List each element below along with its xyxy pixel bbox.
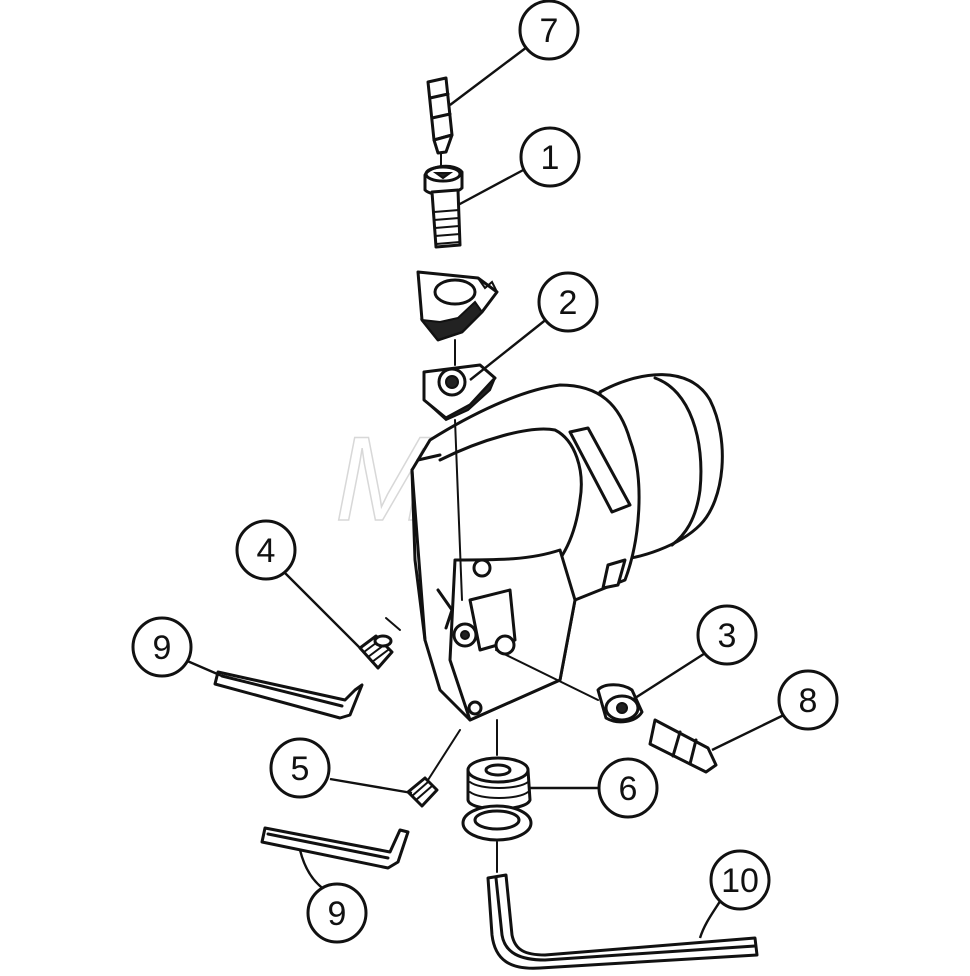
callout-1: 1 [519, 126, 581, 188]
part-7-hex-bit [426, 76, 454, 155]
part-1-screw [423, 164, 464, 249]
part-9-hex-key-upper [213, 670, 364, 720]
part-6-nut [461, 719, 533, 873]
callout-6: 6 [597, 757, 659, 819]
callout-9-upper: 9 [131, 616, 193, 678]
part-4-set-screw [358, 617, 401, 670]
axis-line-body [454, 419, 463, 601]
part-3-clamp-screw [495, 649, 644, 724]
callout-2-label: 2 [559, 284, 578, 322]
callout-4-label: 4 [257, 532, 276, 570]
part-2-shim [422, 363, 497, 422]
callout-8-label: 8 [799, 682, 818, 720]
callout-9-lower: 9 [306, 882, 368, 944]
callout-4: 4 [235, 519, 297, 581]
callout-5-label: 5 [291, 750, 310, 788]
tool-body [410, 373, 724, 722]
callout-5: 5 [269, 737, 331, 799]
callout-2: 2 [537, 271, 599, 333]
callout-7: 7 [518, 0, 580, 61]
callout-7-label: 7 [540, 12, 559, 50]
callout-6-label: 6 [619, 770, 638, 808]
callout-8: 8 [777, 669, 839, 731]
part-5-set-screw [406, 729, 461, 808]
part-8-hex-bit [648, 718, 718, 774]
callout-10-label: 10 [721, 862, 759, 900]
callout-3: 3 [696, 604, 758, 666]
callout-10: 10 [709, 849, 771, 911]
callout-9-lower-label: 9 [328, 895, 347, 933]
part-2-insert [416, 270, 499, 342]
callout-1-label: 1 [541, 139, 560, 177]
leader-lines [184, 46, 791, 939]
part-9-hex-key-lower [260, 826, 410, 870]
part-10-hex-key [486, 873, 759, 970]
callout-3-label: 3 [718, 617, 737, 655]
callout-9-upper-label: 9 [153, 629, 172, 667]
